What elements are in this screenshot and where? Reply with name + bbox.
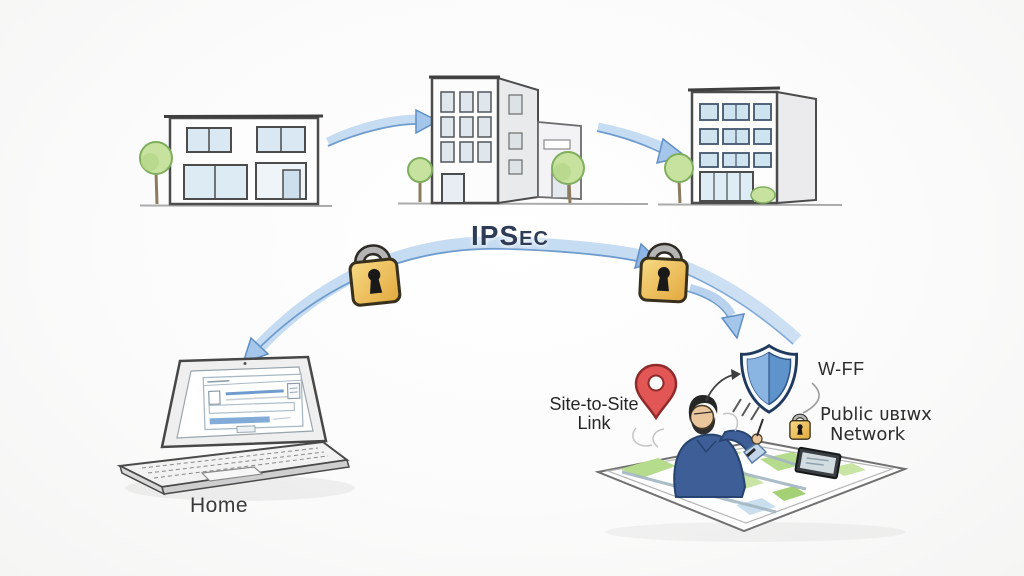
site-to-site-label: Site-to-Site Link — [538, 395, 650, 433]
tree-icon — [551, 151, 585, 204]
shield-icon — [740, 343, 798, 414]
laptop-illustration — [116, 355, 355, 501]
sketch-swirls — [632, 412, 739, 448]
laptop-screen-window — [202, 373, 304, 433]
laptop-trackpad — [200, 466, 264, 482]
building-house — [163, 114, 324, 206]
person-figure — [673, 395, 768, 498]
emphasis-marks — [732, 398, 760, 421]
shield-to-lock-curve — [802, 382, 820, 414]
tree-icon — [407, 157, 433, 202]
laptop-keyboard — [141, 447, 329, 479]
arrow-to-shield — [686, 284, 746, 340]
tablet-on-map — [794, 446, 842, 480]
tree-icon — [664, 153, 694, 204]
building-midrise — [429, 75, 582, 205]
small-padlock-icon — [790, 416, 810, 439]
site-to-site-line1: Site-to-Site — [549, 394, 639, 414]
location-pin-icon — [634, 363, 678, 421]
public-network-label: Public ᴜʙɪᴡx Network — [820, 405, 932, 445]
ipsec-label: IPSec — [471, 220, 549, 251]
tree-icon — [139, 141, 173, 205]
wifi-label: W-FF — [818, 359, 865, 379]
head-to-shield-arrow — [705, 369, 741, 402]
arrow-right-icon — [325, 108, 440, 147]
building-office — [687, 86, 817, 205]
public-network-line2: Network — [830, 424, 906, 445]
webcam-icon — [243, 362, 247, 365]
pen-icon — [756, 418, 764, 437]
vpn-tunnel-arc — [241, 236, 802, 365]
site-to-site-line2: Link — [577, 413, 611, 433]
watch-icon — [746, 447, 756, 458]
home-label: Home — [189, 494, 249, 517]
public-network-line1: Public ᴜʙɪᴡx — [820, 404, 932, 425]
